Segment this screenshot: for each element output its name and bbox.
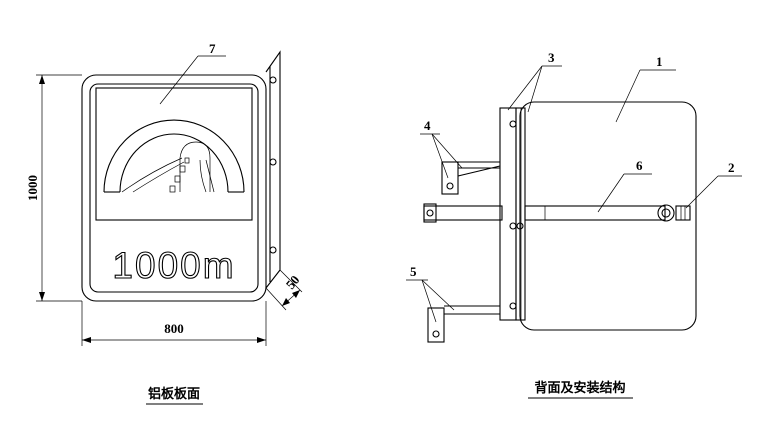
side-mounting-bracket [265,50,281,289]
flange-dimension: 50 [265,269,302,311]
svg-text:3: 3 [548,50,555,65]
fastening-bolt [657,204,691,222]
callout-3: 3 [507,50,562,113]
svg-text:2: 2 [728,160,735,175]
sign-back-plate [519,101,697,331]
callout-5: 5 [406,264,455,323]
rear-view-caption: 背面及安装结构 [534,380,625,396]
rear-view: 1 2 3 4 5 6 背面 [406,50,742,399]
front-view-caption: 铝板板面 [148,386,200,402]
height-dimension-label: 1000 [25,175,40,201]
svg-text:6: 6 [636,158,643,173]
width-dimension: 800 [81,301,267,346]
upper-clamp [441,161,501,195]
svg-text:1: 1 [656,54,663,69]
horizontal-arm [423,203,666,223]
callout-2: 2 [685,160,742,209]
callout-1: 1 [615,54,676,123]
front-view: 1000m 7 1000 800 [25,41,302,405]
sign-panel-inner [89,83,259,293]
sign-distance-text: 1000m [112,245,235,286]
callout-7-leader [159,55,199,105]
svg-text:4: 4 [424,118,431,133]
callout-7-label: 7 [209,41,216,56]
lower-clamp [427,305,500,343]
tunnel-arch-icon [103,119,245,193]
sign-panel-outer [81,74,267,302]
tunnel-pictogram-frame [95,87,253,221]
vertical-mounting-channel [499,107,526,321]
callout-6: 6 [597,158,652,213]
width-dimension-label: 800 [164,321,184,336]
callout-4: 4 [420,118,463,179]
height-dimension: 1000 [25,74,82,302]
svg-text:5: 5 [410,264,417,279]
